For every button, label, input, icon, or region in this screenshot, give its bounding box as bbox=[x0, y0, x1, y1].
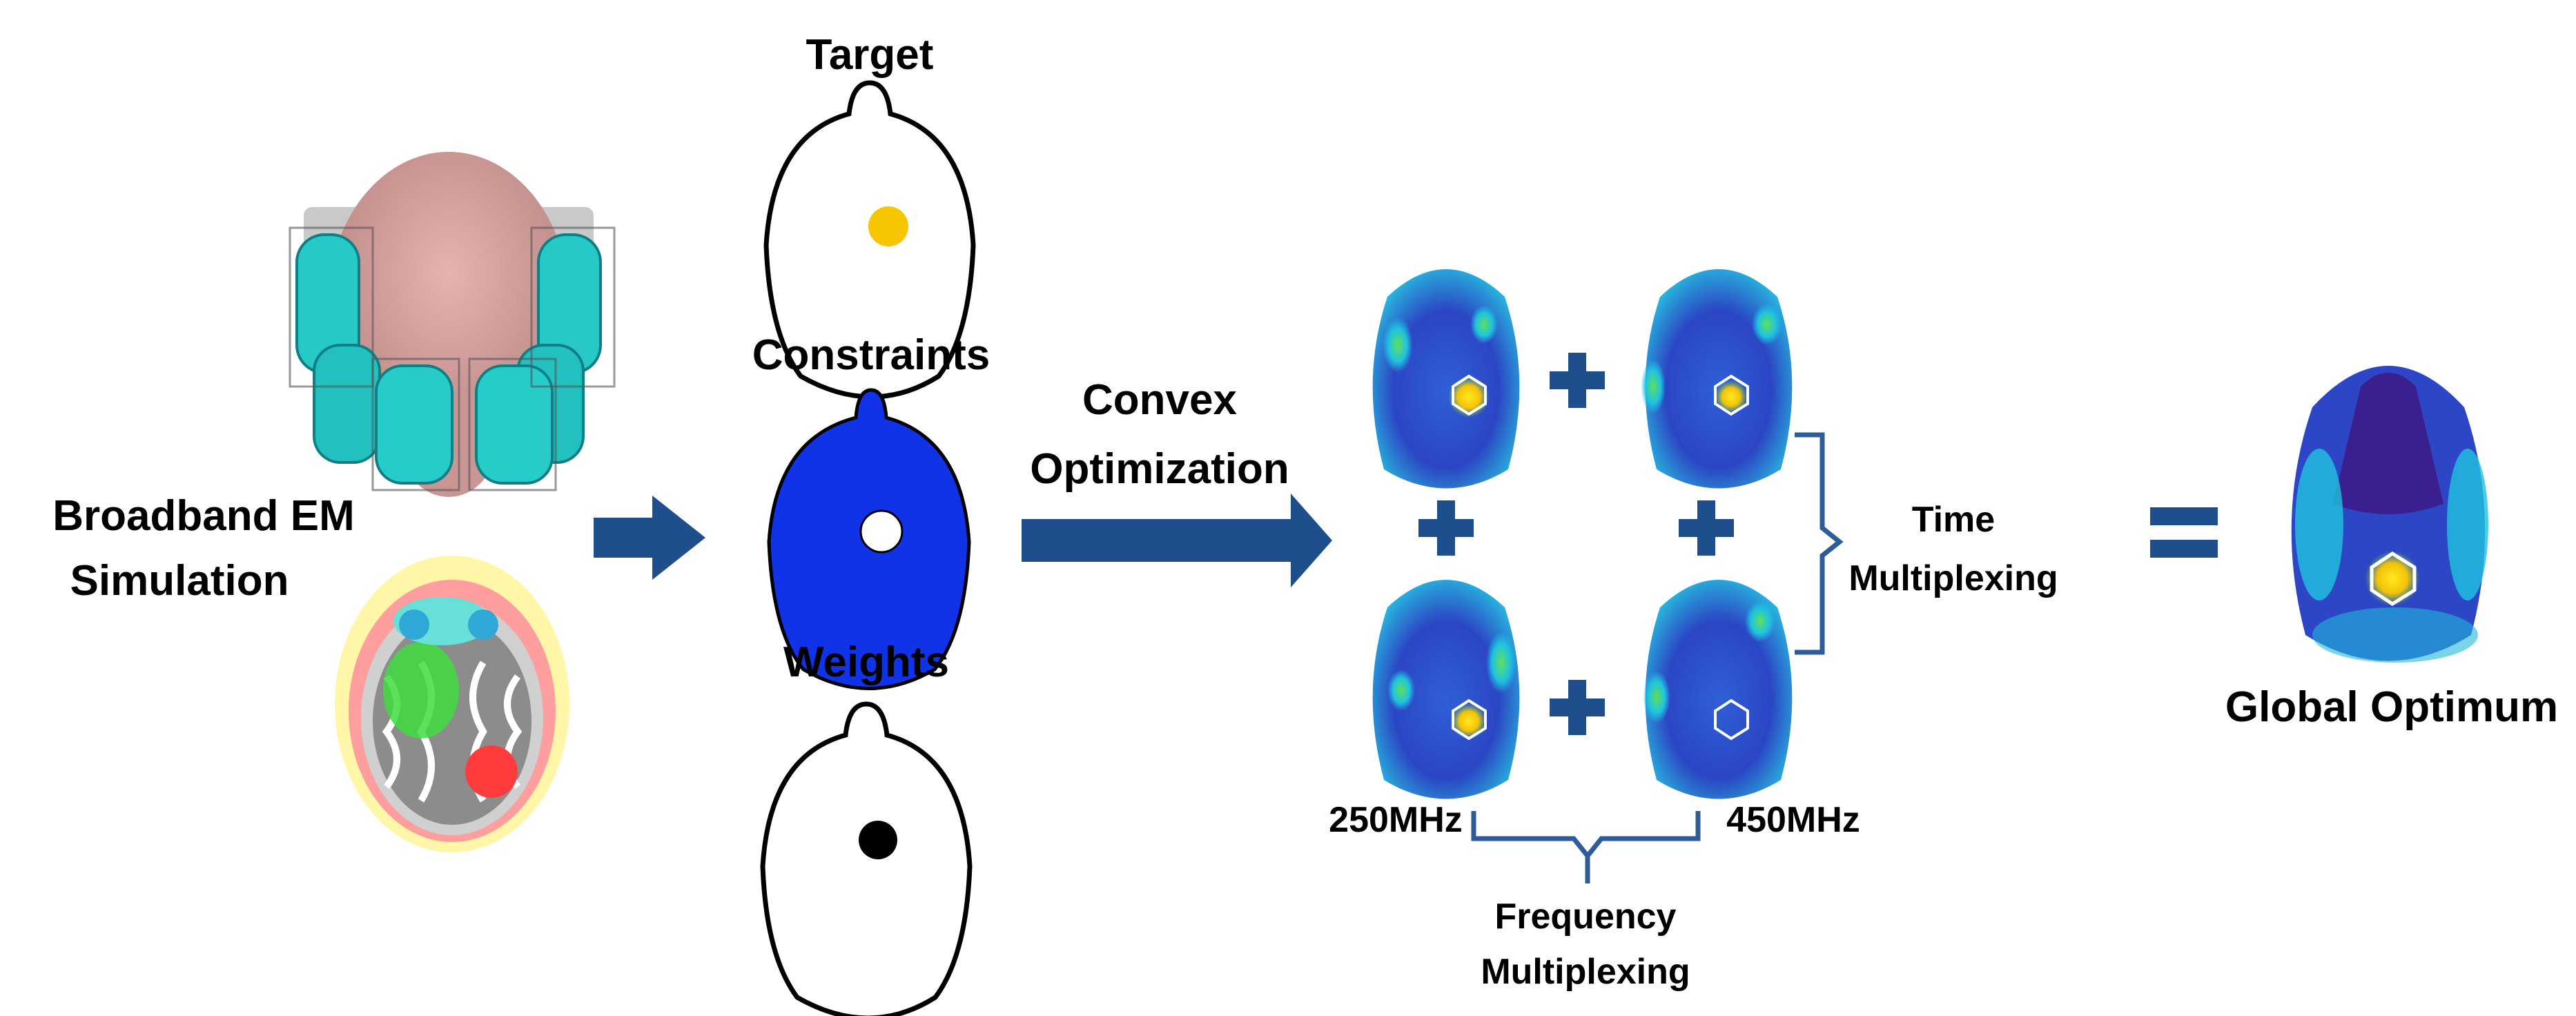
plus-icon bbox=[1418, 500, 1474, 556]
weights-label: Weights bbox=[783, 638, 949, 686]
global-optimum-label: Global Optimum bbox=[2225, 683, 2558, 731]
time-multiplexing-line1: Time bbox=[1912, 500, 1995, 540]
target-label: Target bbox=[806, 31, 934, 79]
simulation-title-line1: Broadband EM bbox=[52, 492, 354, 540]
brain-tissue-slice bbox=[335, 556, 569, 852]
frequency-multiplexing-line2: Multiplexing bbox=[1481, 952, 1690, 992]
simulation-title-line2: Simulation bbox=[70, 557, 289, 605]
constraints-head bbox=[767, 388, 971, 690]
frequency-multiplexing-brace bbox=[1471, 811, 1701, 883]
field-map-bottom-left bbox=[1372, 580, 1520, 799]
head-model-with-antennas bbox=[289, 152, 616, 497]
field-map-top-right bbox=[1641, 269, 1793, 489]
weights-head-outline bbox=[760, 701, 973, 1016]
global-optimum-field-map bbox=[2291, 366, 2488, 663]
frequency-low-label: 250MHz bbox=[1329, 800, 1463, 840]
arrow-to-inputs bbox=[594, 496, 705, 580]
equals-icon bbox=[2150, 507, 2218, 558]
optimization-label-line1: Convex bbox=[1082, 376, 1237, 424]
time-multiplexing-line2: Multiplexing bbox=[1848, 558, 2058, 598]
field-map-top-left bbox=[1372, 269, 1520, 489]
target-dot bbox=[868, 206, 908, 246]
plus-icon bbox=[1550, 353, 1605, 408]
time-multiplexing-brace bbox=[1795, 432, 1844, 655]
tumor-marker bbox=[465, 745, 518, 798]
field-map-bottom-right bbox=[1643, 580, 1793, 799]
constraint-hole bbox=[859, 509, 904, 554]
arrow-convex-optimization bbox=[1022, 494, 1332, 587]
target-head-outline bbox=[763, 80, 976, 400]
frequency-multiplexing-line1: Frequency bbox=[1495, 897, 1677, 937]
plus-icon bbox=[1550, 680, 1605, 735]
frequency-high-label: 450MHz bbox=[1726, 800, 1860, 840]
weights-dot bbox=[859, 821, 897, 859]
plus-icon bbox=[1679, 500, 1734, 556]
optimization-label-line2: Optimization bbox=[1030, 445, 1289, 493]
constraints-label: Constraints bbox=[752, 331, 990, 379]
